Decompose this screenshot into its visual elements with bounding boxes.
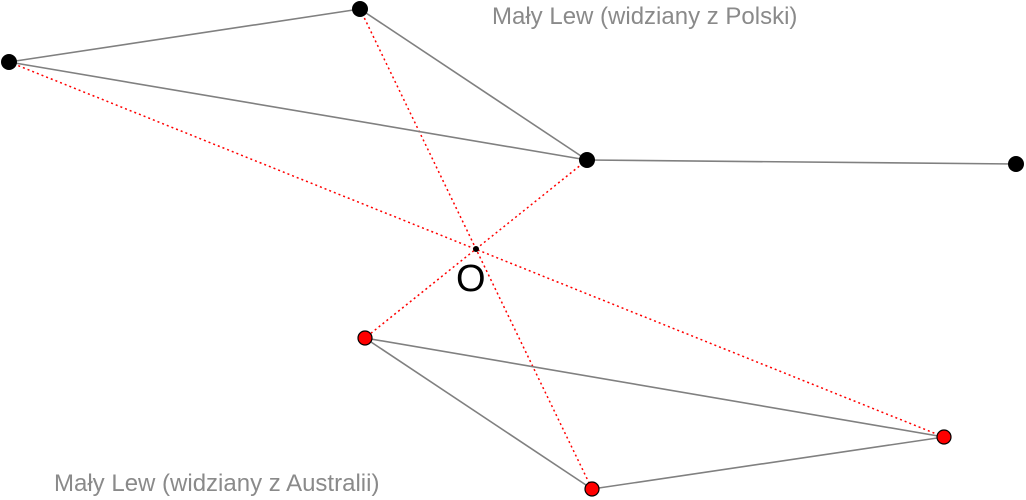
star-poland [579,152,595,168]
label-australia: Mały Lew (widziany z Australii) [54,470,380,497]
constellation-line-australia [364,337,945,438]
star-poland [1008,156,1024,172]
constellation-line-poland [8,61,588,161]
constellation-line-australia [364,337,593,490]
center-label: O [456,258,486,300]
center-point [473,246,479,252]
star-poland [1,54,17,70]
star-australia [357,330,373,346]
star-australia [584,481,600,497]
star-australia [936,429,952,445]
star-poland [352,1,368,17]
constellation-line-poland [359,8,588,161]
constellation-line-poland [586,159,1017,165]
constellation-line-australia [591,436,945,490]
label-poland: Mały Lew (widziany z Polski) [492,3,798,30]
constellation-line-poland [8,8,361,63]
